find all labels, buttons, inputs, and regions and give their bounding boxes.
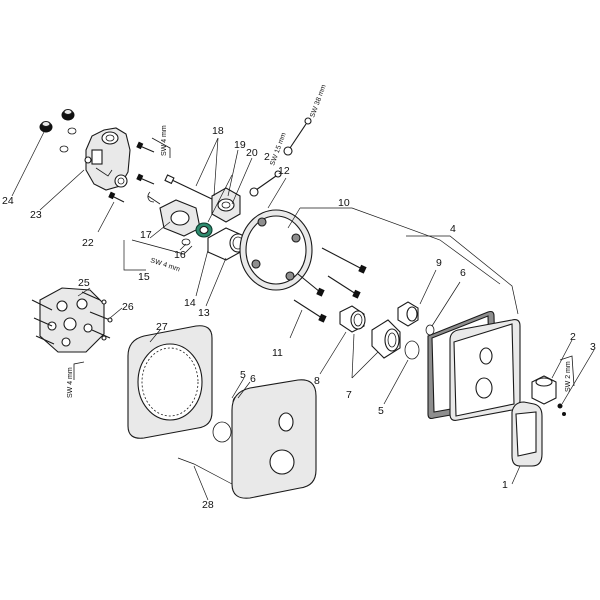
part-screws-upper <box>136 141 155 185</box>
callout-numbers: 1 2 2 3 4 5 5 6 6 7 8 9 10 11 12 13 14 1… <box>2 125 596 511</box>
callout-5-left: 5 <box>240 369 246 381</box>
callout-18: 18 <box>212 125 224 137</box>
hex-key-sw2 <box>559 355 575 387</box>
part-24-caps <box>39 108 77 153</box>
leader-lines <box>11 131 595 501</box>
callout-13: 13 <box>198 307 210 319</box>
callout-27: 27 <box>156 321 168 333</box>
callout-12: 12 <box>278 165 290 177</box>
callout-1: 1 <box>502 479 508 491</box>
part-25-mounting-block <box>31 287 111 353</box>
callout-9: 9 <box>436 257 442 269</box>
callout-6-left: 6 <box>250 373 256 385</box>
callout-5-right: 5 <box>378 405 384 417</box>
part-19-20-cartridge <box>211 187 241 223</box>
callout-11: 11 <box>272 347 283 359</box>
part-2-knob <box>531 375 557 405</box>
callout-8: 8 <box>314 375 320 387</box>
part-11-long-screws <box>293 247 367 323</box>
tool-label-sw2: SW 2 mm <box>565 361 572 392</box>
callout-23: 23 <box>30 209 42 221</box>
callout-17: 17 <box>140 229 152 241</box>
part-7-cylinder-sleeve <box>371 319 401 359</box>
tool-label-sw4-top: SW 4 mm <box>161 125 168 156</box>
part-22-screw <box>108 191 125 203</box>
part-9-small-cylinder <box>397 301 419 327</box>
tool-label-sw38: SW 38 mm <box>309 84 327 119</box>
callout-19: 19 <box>234 139 246 151</box>
hex-key-sw4-top <box>151 137 171 158</box>
teal-seal-ring <box>195 222 213 238</box>
wrench-sw15 <box>249 170 282 197</box>
part-16-oring <box>181 238 191 246</box>
callout-26: 26 <box>122 301 134 313</box>
part-27-adapter-frame <box>127 325 213 439</box>
callout-4: 4 <box>450 223 456 235</box>
wrench-sw38 <box>283 117 312 156</box>
callout-16: 16 <box>174 249 186 261</box>
part-3-grub-screw <box>557 403 566 416</box>
callout-28: 28 <box>202 499 214 511</box>
part-23-valve-body <box>84 127 131 191</box>
part-17-diverter-cartridge <box>147 191 201 237</box>
part-1-lever-handle <box>511 401 543 467</box>
callout-24: 24 <box>2 195 14 207</box>
part-8-ring-sleeve <box>339 305 366 333</box>
callout-14: 14 <box>184 297 196 309</box>
callout-7: 7 <box>346 389 352 401</box>
callout-6-right: 6 <box>460 267 466 279</box>
part-4-trim-plate <box>449 319 521 421</box>
callout-22: 22 <box>82 237 94 249</box>
tool-label-sw4-left: SW 4 mm <box>67 367 74 398</box>
callout-20: 20 <box>246 147 258 159</box>
callout-25: 25 <box>78 277 90 289</box>
hex-key-sw4-left <box>73 361 85 380</box>
callout-3: 3 <box>590 341 596 353</box>
part-28-trim-cover <box>231 379 317 499</box>
hex-key-sw4-mid <box>131 239 193 255</box>
part-26-screws <box>101 299 113 341</box>
callout-10: 10 <box>338 197 350 209</box>
callout-2-top: 2 <box>264 151 270 163</box>
part-10-round-plate <box>239 209 313 291</box>
callout-15: 15 <box>138 271 150 283</box>
callout-2-right: 2 <box>570 331 576 343</box>
part-18-spindle <box>164 174 215 201</box>
